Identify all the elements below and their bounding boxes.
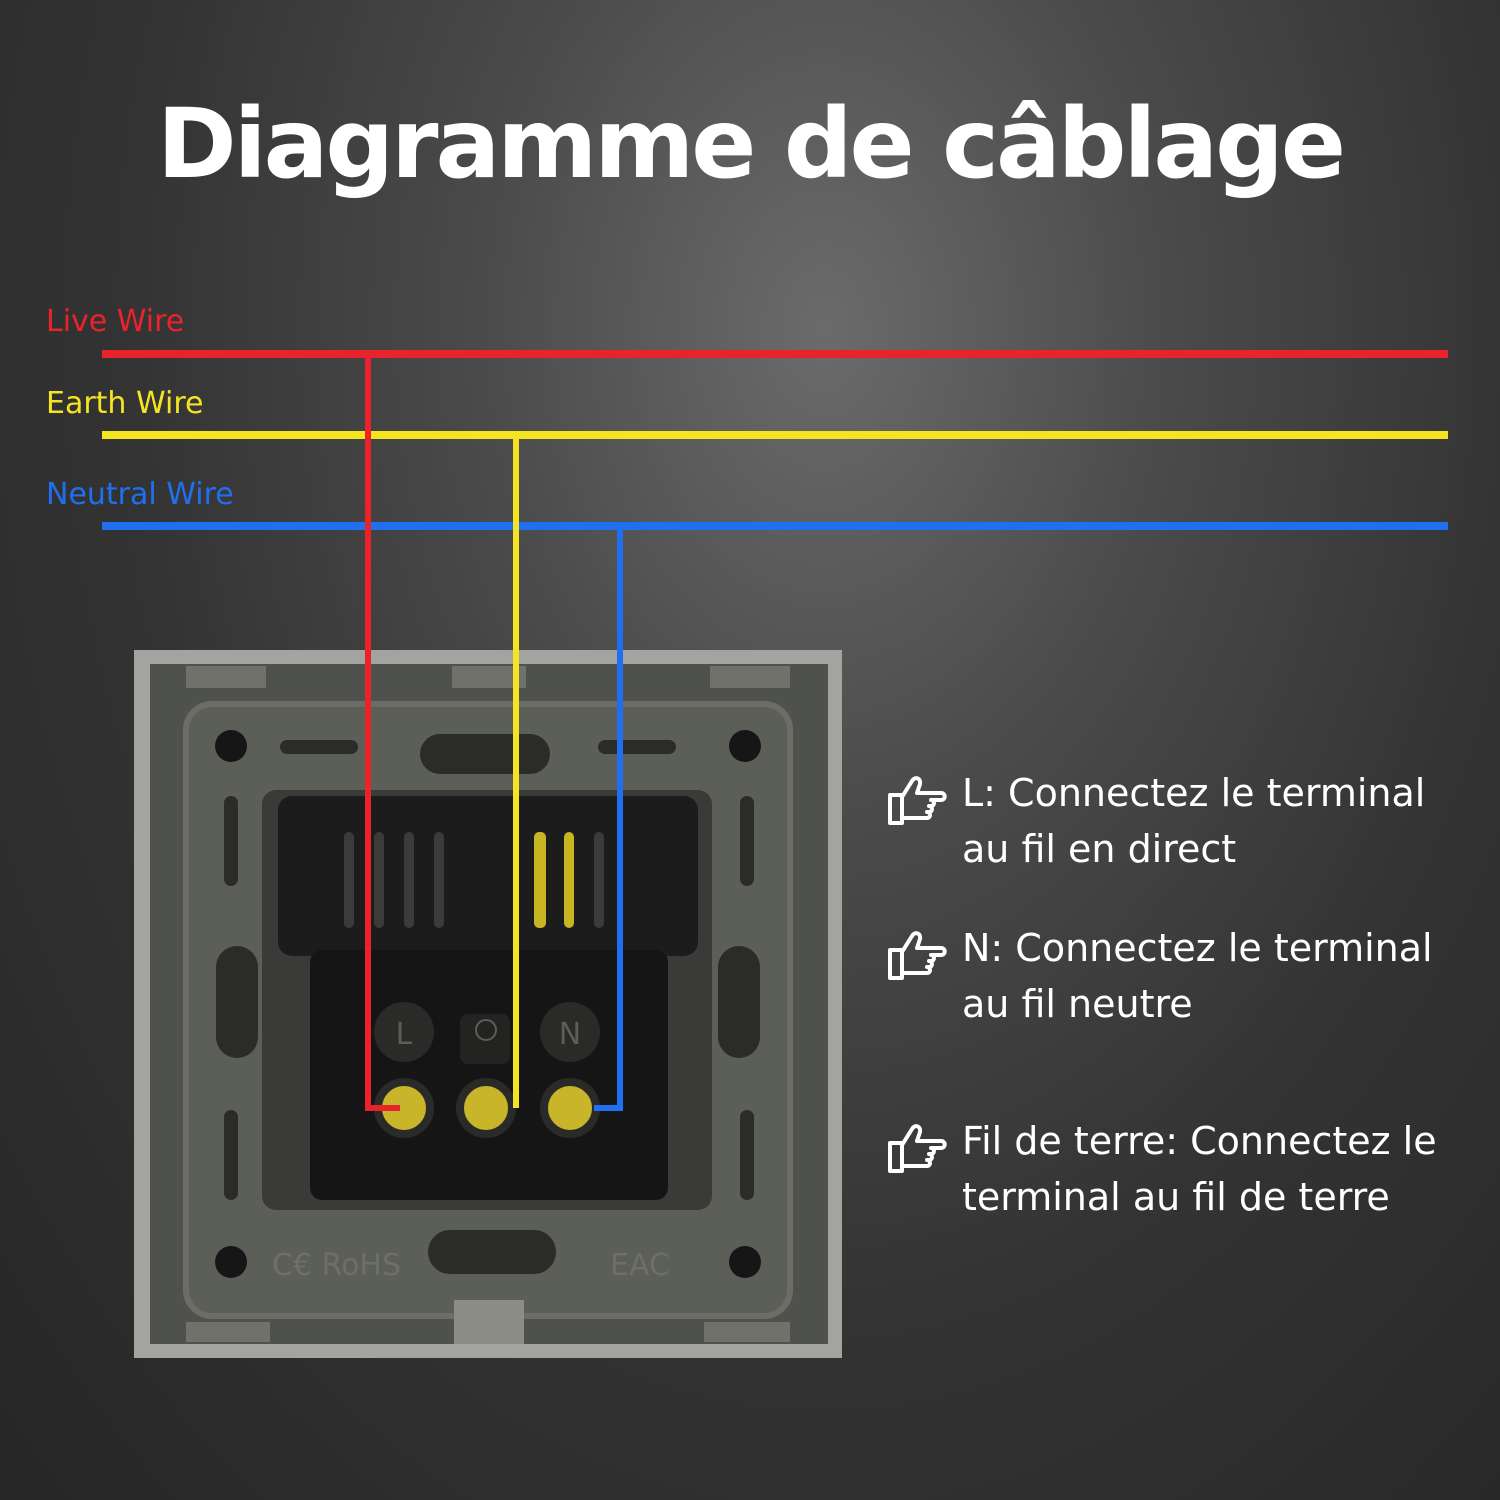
mounting-slot: [740, 796, 754, 886]
mounting-slot: [216, 946, 258, 1058]
terminal-neutral-cap: [540, 1002, 600, 1062]
mounting-hole: [215, 730, 247, 762]
pointing-hand-icon: [888, 931, 947, 980]
live-wire-drop: [365, 354, 400, 1111]
live-wire-label: Live Wire: [46, 304, 185, 339]
module-terminal-block: [310, 950, 668, 1200]
frame-tab: [186, 1322, 270, 1342]
instruction-earth: Fil de terre: Connectez le terminal au f…: [884, 1113, 1482, 1225]
vent-slot: [594, 832, 604, 928]
vent-slot: [404, 832, 414, 928]
frame-tab: [704, 1322, 790, 1342]
instruction-text: N: Connectez le terminal au fil neutre: [962, 926, 1433, 1026]
frame-tab: [452, 666, 526, 688]
instruction-text: L: Connectez le terminal au fil en direc…: [962, 771, 1426, 871]
mounting-slot: [224, 796, 238, 886]
terminal-neutral-screw: [540, 1078, 600, 1138]
pointing-hand-icon: [888, 776, 947, 825]
socket-back-view: L N: [134, 650, 842, 1358]
frame-tab: [710, 666, 790, 688]
neutral-wire-label: Neutral Wire: [46, 477, 234, 512]
mounting-hole: [215, 1246, 247, 1278]
mounting-slot: [224, 1110, 238, 1200]
frame-tab: [186, 666, 266, 688]
terminal-live-label: L: [396, 1017, 413, 1052]
mounting-slot: [718, 946, 760, 1058]
vent-slot: [434, 832, 444, 928]
mounting-slot: [598, 740, 676, 754]
vent-slot: [564, 832, 574, 928]
mounting-slot: [740, 1110, 754, 1200]
neutral-wire-drop: [594, 526, 623, 1111]
mounting-slot: [428, 1230, 556, 1274]
pointing-hand-icon: [888, 1124, 947, 1173]
mounting-slot: [420, 734, 550, 774]
vent-slot: [344, 832, 354, 928]
terminal-neutral-label: N: [559, 1017, 581, 1052]
mounting-hole: [729, 1246, 761, 1278]
module-top: [278, 796, 698, 956]
instruction-text: Fil de terre: Connectez le terminal au f…: [962, 1119, 1437, 1219]
eac-marking: EAC: [610, 1248, 670, 1283]
mounting-slot: [280, 740, 358, 754]
mounting-hole: [729, 730, 761, 762]
terminal-live-cap: [374, 1002, 434, 1062]
vent-slot: [534, 832, 546, 928]
vent-slot: [374, 832, 384, 928]
earth-symbol-icon: [475, 1019, 497, 1041]
terminal-earth-screw: [456, 1078, 516, 1138]
instruction-neutral: N: Connectez le terminal au fil neutre: [884, 920, 1482, 1032]
ce-rohs-marking: C€ RoHS: [272, 1248, 402, 1283]
frame-tab: [454, 1300, 524, 1344]
instruction-live: L: Connectez le terminal au fil en direc…: [884, 765, 1482, 877]
page-title: Diagramme de câblage: [157, 88, 1346, 200]
earth-wire-label: Earth Wire: [46, 386, 204, 421]
